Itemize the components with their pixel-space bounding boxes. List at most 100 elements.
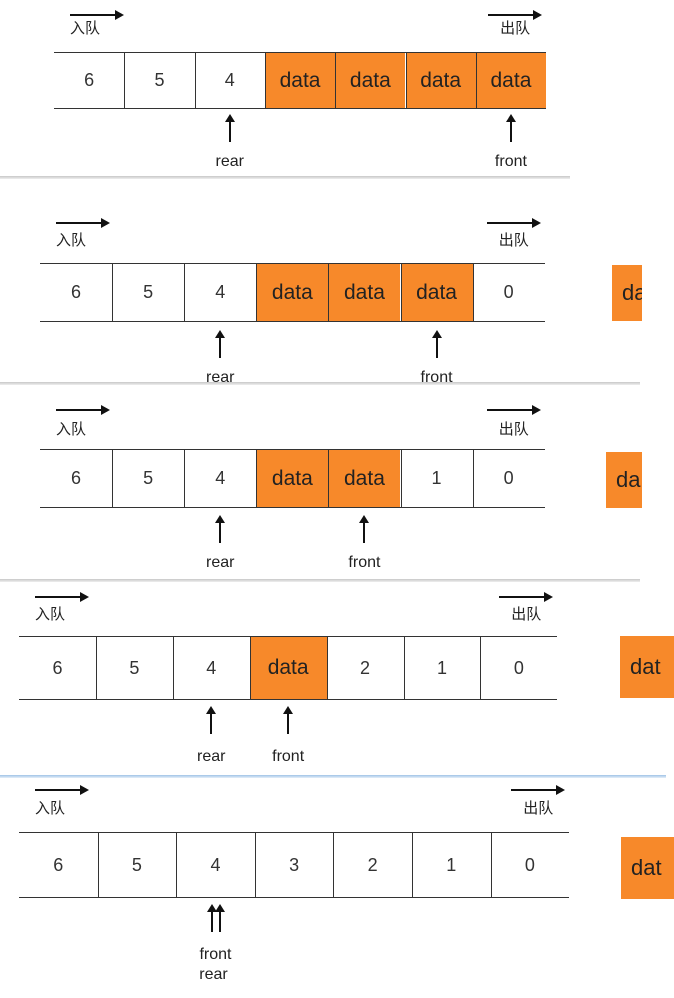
cell-divider bbox=[194, 52, 196, 108]
dequeue-label: 出队 bbox=[498, 232, 529, 249]
cell-divider bbox=[472, 263, 474, 321]
queue-bottom-line bbox=[40, 507, 545, 508]
enqueue-label: 入队 bbox=[56, 421, 87, 438]
dequeue-label: 出队 bbox=[498, 421, 529, 438]
dequeue-arrow bbox=[499, 592, 554, 602]
panel-separator bbox=[0, 382, 640, 385]
slot-cell: 4 bbox=[215, 468, 226, 488]
cell-divider bbox=[97, 832, 99, 897]
slot-cell: 1 bbox=[431, 468, 442, 488]
front-arrow bbox=[431, 330, 442, 358]
slot-cell: 6 bbox=[71, 468, 82, 488]
rear-arrow bbox=[215, 330, 226, 358]
dequeued-data-fragment: da bbox=[606, 452, 642, 508]
slot-cell: 0 bbox=[513, 657, 524, 678]
front-arrow bbox=[283, 706, 294, 734]
dequeue-label: 出队 bbox=[500, 20, 531, 37]
rear-arrow bbox=[206, 904, 217, 932]
slot-cell: 5 bbox=[131, 854, 142, 875]
data-cell: data bbox=[335, 53, 406, 108]
enqueue-arrow bbox=[35, 592, 89, 602]
queue-bottom-line bbox=[19, 699, 558, 700]
dequeue-arrow bbox=[488, 10, 543, 20]
dequeue-arrow bbox=[511, 785, 566, 795]
data-cell: data bbox=[400, 264, 473, 321]
cell-divider bbox=[405, 52, 407, 108]
slot-cell: 1 bbox=[436, 657, 447, 678]
data-cell: data bbox=[256, 264, 329, 321]
rear-label: rear bbox=[215, 153, 244, 170]
dequeued-data-fragment: da bbox=[612, 265, 642, 321]
cell-divider bbox=[254, 832, 256, 897]
dequeued-data-fragment: dat bbox=[621, 837, 674, 899]
slot-cell: 3 bbox=[289, 854, 300, 875]
enqueue-arrow bbox=[70, 10, 124, 20]
queue-top-line bbox=[40, 263, 545, 264]
slot-cell: 0 bbox=[524, 854, 535, 875]
dequeue-arrow bbox=[486, 218, 541, 228]
front-arrow bbox=[505, 114, 516, 142]
cell-divider bbox=[335, 52, 337, 108]
data-cell: data bbox=[256, 450, 329, 507]
front-label: front bbox=[272, 748, 305, 765]
cell-divider bbox=[400, 449, 402, 507]
queue-top-line bbox=[19, 832, 570, 833]
data-cell: data bbox=[264, 53, 336, 108]
slot-cell: 5 bbox=[143, 468, 154, 488]
front-arrow bbox=[214, 904, 225, 932]
front-label: front bbox=[420, 369, 453, 386]
rear-label: rear bbox=[199, 966, 228, 983]
rear-label: rear bbox=[206, 369, 235, 386]
panel-separator bbox=[0, 176, 570, 179]
enqueue-label: 入队 bbox=[70, 20, 101, 37]
cell-divider bbox=[490, 832, 492, 897]
slot-cell: 2 bbox=[360, 657, 371, 678]
dequeue-label: 出队 bbox=[511, 606, 542, 623]
rear-label: rear bbox=[197, 748, 226, 765]
data-cell: data bbox=[249, 637, 327, 699]
slot-cell: 4 bbox=[224, 70, 235, 90]
cell-divider bbox=[249, 636, 251, 699]
front-label: front bbox=[348, 554, 381, 571]
slot-cell: 4 bbox=[215, 282, 226, 302]
rear-arrow bbox=[215, 515, 226, 543]
slot-cell: 0 bbox=[503, 282, 514, 302]
cell-divider bbox=[328, 449, 330, 507]
front-arrow bbox=[359, 515, 370, 543]
slot-cell: 4 bbox=[206, 657, 217, 678]
cell-divider bbox=[403, 636, 405, 699]
slot-cell: 6 bbox=[53, 854, 64, 875]
cell-divider bbox=[176, 832, 178, 897]
queue-bottom-line bbox=[40, 321, 545, 322]
front-label: front bbox=[199, 946, 232, 963]
cell-divider bbox=[480, 636, 482, 699]
enqueue-label: 入队 bbox=[56, 232, 87, 249]
cell-divider bbox=[264, 52, 266, 108]
cell-divider bbox=[333, 832, 335, 897]
cell-divider bbox=[184, 449, 186, 507]
slot-cell: 5 bbox=[154, 70, 165, 90]
cell-divider bbox=[172, 636, 174, 699]
cell-divider bbox=[328, 263, 330, 321]
dequeue-arrow bbox=[486, 405, 541, 415]
data-cell: data bbox=[405, 53, 476, 108]
slot-cell: 0 bbox=[503, 468, 514, 488]
enqueue-arrow bbox=[56, 405, 110, 415]
slot-cell: 6 bbox=[84, 70, 95, 90]
slot-cell: 5 bbox=[143, 282, 154, 302]
cell-divider bbox=[412, 832, 413, 897]
queue-top-line bbox=[19, 636, 558, 637]
cell-divider bbox=[112, 263, 114, 321]
data-cell: data bbox=[328, 264, 401, 321]
panel-separator bbox=[0, 579, 640, 582]
rear-label: rear bbox=[206, 554, 235, 571]
slot-cell: 2 bbox=[367, 854, 378, 875]
cell-divider bbox=[184, 263, 186, 321]
queue-top-line bbox=[54, 52, 547, 53]
cell-divider bbox=[400, 263, 402, 321]
queue-bottom-line bbox=[19, 897, 570, 898]
dequeued-data-fragment: dat bbox=[620, 636, 674, 698]
slot-cell: 6 bbox=[52, 657, 63, 678]
cell-divider bbox=[124, 52, 126, 108]
data-cell: data bbox=[328, 450, 401, 507]
